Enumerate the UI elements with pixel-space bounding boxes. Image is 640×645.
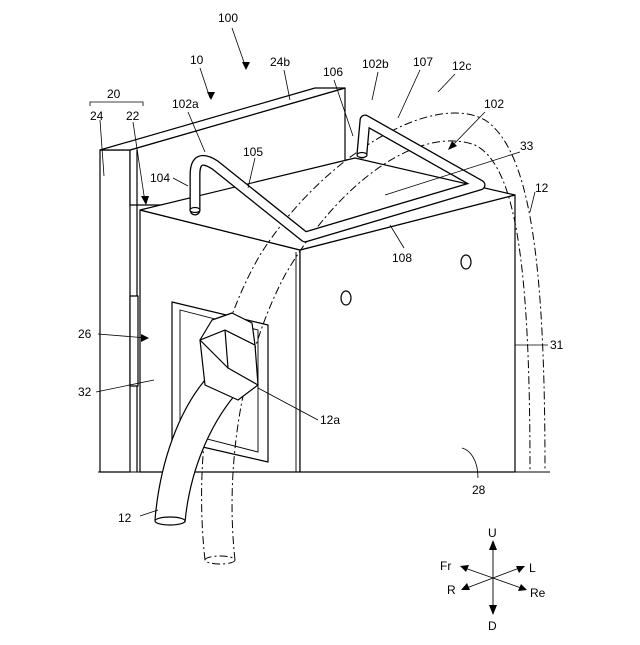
label-108: 108: [392, 251, 412, 265]
wall-front-face-24: [100, 150, 130, 472]
arrow-left: [516, 566, 525, 573]
label-left: L: [529, 561, 536, 575]
pipe-end-solid: [155, 517, 185, 525]
lead-12c: [438, 74, 455, 92]
lead-107: [398, 70, 420, 118]
label-rear: Re: [530, 586, 546, 600]
label-12c: 12c: [452, 59, 471, 73]
label-33: 33: [520, 139, 534, 153]
label-10: 10: [190, 53, 204, 67]
arrow-10: [207, 92, 215, 100]
label-102a: 102a: [172, 97, 199, 111]
label-up: U: [488, 526, 497, 540]
lead-12-right: [530, 192, 535, 212]
brace-20: [90, 102, 143, 106]
arrow-down: [489, 605, 497, 615]
label-12-right: 12: [535, 181, 549, 195]
label-20: 20: [107, 87, 121, 101]
label-12-bottom: 12: [118, 511, 132, 525]
label-12a: 12a: [320, 413, 340, 427]
label-24b: 24b: [270, 55, 290, 69]
lead-102b: [372, 72, 378, 100]
label-28: 28: [472, 483, 486, 497]
pipe-end: [205, 556, 235, 564]
arrow-right: [461, 583, 470, 590]
label-102: 102: [484, 97, 504, 111]
direction-indicator: U D Fr L R Re: [440, 526, 546, 633]
label-down: D: [488, 619, 497, 633]
label-105: 105: [243, 145, 263, 159]
label-24: 24: [90, 109, 104, 123]
label-107: 107: [413, 55, 433, 69]
label-22: 22: [126, 109, 140, 123]
label-32: 32: [78, 385, 92, 399]
arrow-100: [242, 62, 250, 70]
rod-end-104: [190, 208, 200, 213]
label-100: 100: [218, 11, 238, 25]
label-102b: 102b: [362, 57, 389, 71]
label-104: 104: [150, 171, 170, 185]
label-106: 106: [323, 65, 343, 79]
label-right: R: [447, 583, 456, 597]
arrow-front: [460, 565, 469, 572]
arrow-up: [489, 540, 497, 550]
rod-end-106: [357, 153, 367, 158]
label-31: 31: [550, 338, 564, 352]
label-front: Fr: [440, 559, 451, 573]
wall-slot-26: [130, 296, 138, 386]
label-26: 26: [78, 327, 92, 341]
